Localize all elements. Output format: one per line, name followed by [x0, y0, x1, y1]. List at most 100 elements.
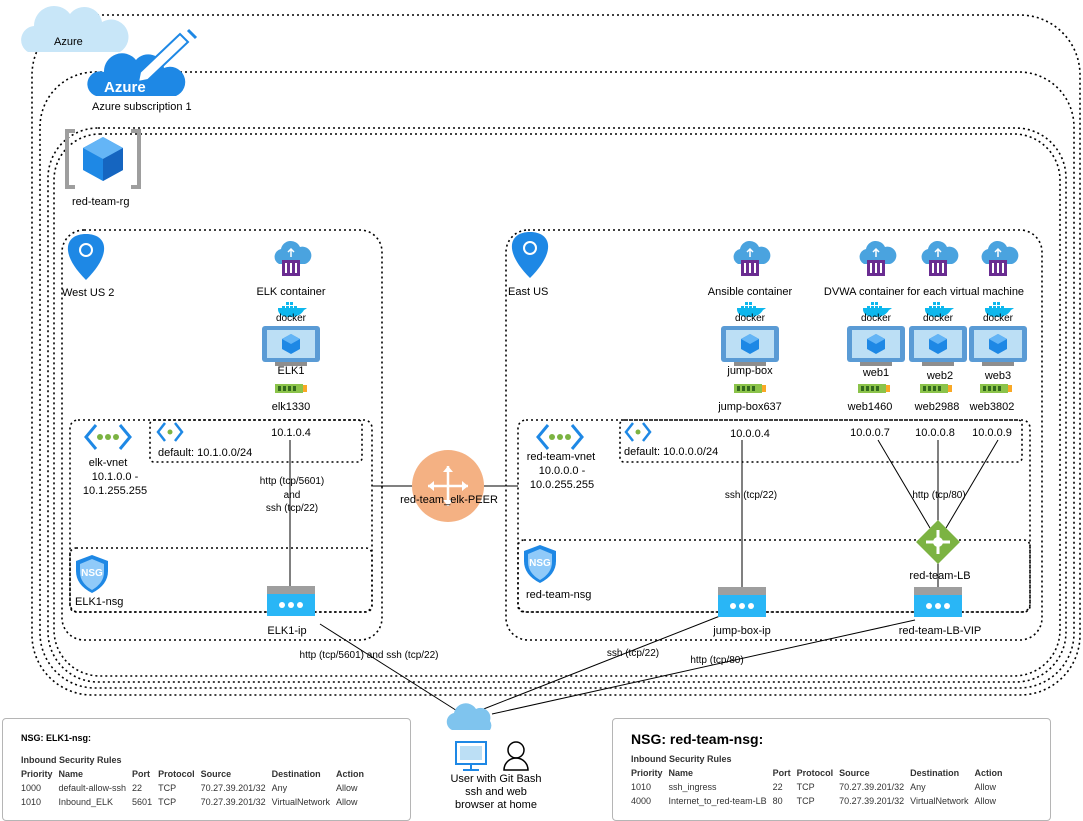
web3-lb-line [945, 439, 999, 529]
ansible-container-icon [732, 240, 772, 277]
elk-vnet-name: elk-vnet [89, 457, 128, 469]
lb-label: red-team-LB [909, 570, 970, 582]
internet-cloud-icon [446, 703, 492, 730]
resource-group-icon [65, 129, 141, 189]
web3-vm-icon [969, 326, 1027, 366]
red-nsg-rules-subtitle: Inbound Security Rules [631, 754, 732, 764]
subscription-label: Azure subscription 1 [92, 101, 192, 113]
elk-nsg-col-header: Action [336, 769, 365, 779]
elk-conn-label-3: ssh (tcp/22) [266, 503, 318, 514]
elk-nsg-icon-text: NSG [81, 568, 103, 579]
web2-docker-label: docker [923, 313, 954, 324]
web3-container-icon [980, 240, 1020, 277]
web2-vm-label: web2 [926, 370, 953, 382]
red-nsg-rule-cell: 70.27.39.201/32 [839, 796, 905, 806]
elk-nic-icon [275, 384, 307, 393]
peering-label: red-team_elk-PEER [400, 494, 498, 506]
red-nsg-icon-text: NSG [529, 558, 551, 569]
jump-vm-label: jump-box [726, 365, 773, 377]
red-nsg-rule-cell: Internet_to_red-team-LB [668, 796, 767, 806]
red-nsg-rule-cell: TCP [796, 782, 815, 792]
red-nsg-rule-cell: ssh_ingress [668, 782, 717, 792]
elk-public-ip-icon [267, 586, 315, 616]
elk-nsg-col-header: Port [132, 769, 151, 779]
elk-public-ip-label: ELK1-ip [267, 625, 306, 637]
elk-nsg-rules-title: NSG: ELK1-nsg: [21, 733, 92, 743]
azure-cloud-icon [21, 6, 129, 53]
elk-nsg-rule-cell: Allow [336, 797, 358, 807]
elk-nsg-rules-panel: NSG: ELK1-nsg: Inbound Security Rules Pr… [2, 718, 411, 821]
home-jump-conn-label: ssh (tcp/22) [607, 648, 659, 659]
subscription-logo-text: Azure [104, 79, 146, 96]
elk-subnet-box [149, 419, 363, 463]
web1-docker-label: docker [861, 313, 892, 324]
elk-nsg-col-header: Source [200, 769, 232, 779]
elk-container-icon [273, 240, 313, 277]
elk-nsg-rule-cell: 1010 [21, 797, 42, 807]
web3-docker-label: docker [983, 313, 1014, 324]
elk-vnet-icon [84, 423, 132, 451]
red-subnet-label: default: 10.0.0.0/24 [624, 446, 718, 458]
azure-subscription-icon [87, 28, 198, 96]
elk-nsg-rules-subtitle: Inbound Security Rules [21, 755, 122, 765]
resource-group-label: red-team-rg [72, 196, 129, 208]
elk-conn-label-1: http (tcp/5601) [260, 476, 324, 487]
web1-lb-line [877, 439, 931, 529]
red-nsg-rule-cell: 80 [772, 796, 783, 806]
web1-container-icon [858, 240, 898, 277]
red-vnet-icon [536, 423, 584, 451]
elk-ip-label: 10.1.0.4 [271, 427, 311, 439]
red-subnet-box [619, 419, 1023, 463]
lb-vip-label: red-team-LB-VIP [899, 625, 982, 637]
elk-nsg-rule-cell: 22 [132, 783, 143, 793]
web3-nic-label: web3802 [969, 401, 1015, 413]
red-nsg-rule-cell: 4000 [631, 796, 652, 806]
elk-nsg-rule-cell: 70.27.39.201/32 [200, 797, 266, 807]
elk-nsg-col-header: Priority [21, 769, 53, 779]
elk-nsg-col-header: Protocol [158, 769, 195, 779]
jump-conn-label: ssh (tcp/22) [725, 490, 777, 501]
web1-ip-label: 10.0.0.7 [850, 427, 890, 439]
elk-nsg-rule-cell: 70.27.39.201/32 [200, 783, 266, 793]
red-nsg-label: red-team-nsg [526, 589, 591, 601]
elk-nsg-rule-cell: default-allow-ssh [58, 783, 127, 793]
red-vnet-range-end: 10.0.255.255 [530, 479, 594, 491]
red-nsg-rule-cell: VirtualNetwork [910, 796, 969, 806]
red-nsg-box [517, 539, 1031, 613]
elk-conn-label-2: and [284, 490, 301, 501]
red-vnet-box [517, 419, 1031, 613]
web2-container-icon [920, 240, 960, 277]
west-location-pin-icon [66, 233, 106, 281]
azure-label: Azure [54, 36, 83, 48]
elk-subnet-label: default: 10.1.0.0/24 [158, 447, 252, 459]
elk-nsg-label: ELK1-nsg [75, 596, 123, 608]
red-nsg-col-header: Source [839, 768, 870, 778]
web1-nic-icon [858, 384, 890, 393]
load-balancer-icon [916, 520, 960, 564]
jump-public-ip-icon [718, 587, 766, 617]
red-nsg-col-header: Port [772, 768, 791, 778]
jump-nic-label: jump-box637 [717, 401, 782, 413]
peering-icon [412, 450, 484, 522]
elk-nsg-rule-cell: TCP [158, 783, 177, 793]
web3-nic-icon [980, 384, 1012, 393]
red-nsg-col-header: Priority [631, 768, 663, 778]
jump-nic-icon [734, 384, 766, 393]
east-region-label: East US [508, 286, 548, 298]
user-label-1: User with Git Bash [450, 773, 541, 785]
red-nsg-rule-cell: TCP [796, 796, 815, 806]
elk-docker-label: docker [276, 313, 307, 324]
jump-vm-icon [721, 326, 779, 366]
elk-vnet-box [69, 419, 373, 613]
lb-vip-icon [914, 587, 962, 617]
red-nsg-rules-title: NSG: red-team-nsg: [631, 731, 764, 747]
web2-nic-icon [920, 384, 952, 393]
elk-nic-label: elk1330 [272, 401, 311, 413]
east-region-box [505, 229, 1043, 641]
elk-subnet-icon [156, 421, 184, 443]
computer-icon [455, 741, 487, 771]
